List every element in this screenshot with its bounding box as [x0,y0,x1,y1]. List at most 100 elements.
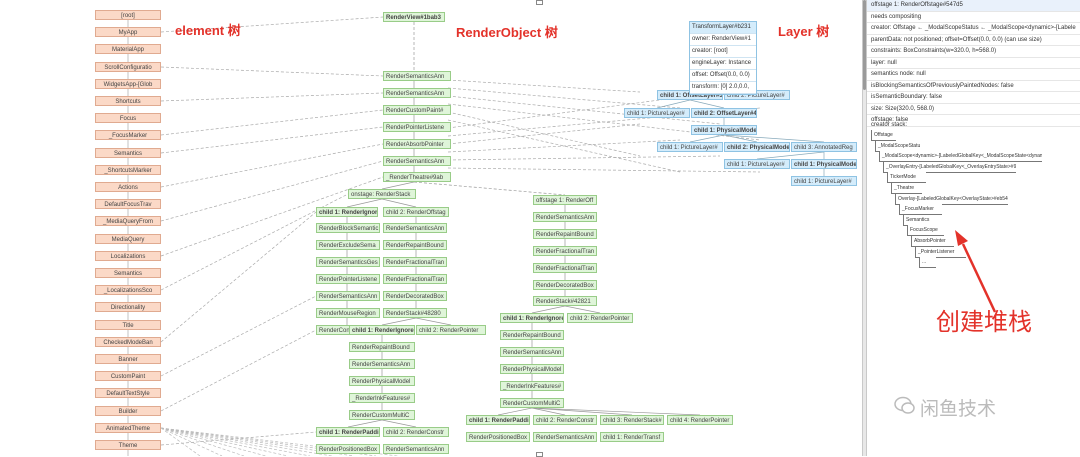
element-node[interactable]: DefaultTextStyle [95,388,161,398]
render-child-node[interactable]: child 1: RenderPaddin [466,415,530,425]
layer-node[interactable]: child 2: OffsetLayer#4 [691,108,757,118]
element-node[interactable]: Builder [95,406,161,416]
scrollbar-thumb[interactable] [863,0,866,90]
render-root-node[interactable]: RenderView#1bab3 [383,12,445,22]
render-node[interactable]: RenderCustomPaint# [383,105,451,115]
render-offstage-node[interactable]: offstage 1: RenderOff [533,195,597,205]
element-node[interactable]: Actions [95,182,161,192]
creator-stack-item[interactable]: _Theatre [891,183,922,194]
element-node[interactable]: MyApp [95,27,161,37]
render-node[interactable]: RenderPositionedBox [466,432,530,442]
creator-stack-item[interactable]: _FocusMarker [899,204,942,216]
render-node[interactable]: _RenderInkFeatures# [349,393,415,403]
creator-stack-item[interactable]: ... [919,257,936,269]
render-node[interactable]: RenderSemanticsAnn [383,71,451,81]
element-node[interactable]: Semantics [95,148,161,158]
render-child-node[interactable]: child 2: RenderOffstag [383,207,449,217]
render-node[interactable]: RenderStack#42821 [533,296,597,306]
render-node[interactable]: RenderBlockSemantic [316,223,380,233]
render-child-node[interactable]: child 1: RenderIgnore [500,313,564,323]
render-node[interactable]: RenderDecoratedBox [383,291,447,301]
render-node[interactable]: RenderFractionalTran [383,274,447,284]
element-node[interactable]: Directionality [95,302,161,312]
render-node[interactable]: _RenderTheatre#9ab [383,172,451,182]
layer-node[interactable]: child 3: AnnotatedReg [791,142,857,152]
element-node[interactable]: ScrollConfiguratio [95,62,161,72]
layer-node[interactable]: child 1: PictureLayer# [724,159,790,169]
render-child-node[interactable]: child 4: RenderPointer [667,415,733,425]
render-node[interactable]: RenderSemanticsAnn [533,212,597,222]
render-node[interactable]: RenderRepaintBound [349,342,415,352]
element-node[interactable]: Localizations [95,251,161,261]
render-node[interactable]: RenderFractionalTran [533,263,597,273]
render-node[interactable]: RenderFractionalTran [533,246,597,256]
element-node[interactable]: _LocalizationsSco [95,285,161,295]
layer-node[interactable]: child 2: PhysicalModel [724,142,790,152]
bottom-resize-handle[interactable] [536,452,543,457]
render-node[interactable]: _RenderInkFeatures# [500,381,564,391]
element-node[interactable]: _MediaQueryFrom [95,216,161,226]
render-node[interactable]: RenderPointerListene [316,274,380,284]
render-node[interactable]: RenderFractionalTran [383,257,447,267]
render-node[interactable]: RenderSemanticsAnn [383,444,449,454]
element-node[interactable]: Title [95,320,161,330]
render-node[interactable]: RenderDecoratedBox [533,280,597,290]
element-node[interactable]: CheckedModeBan [95,337,161,347]
element-node[interactable]: _ShortcutsMarker [95,165,161,175]
element-node[interactable]: Shortcuts [95,96,161,106]
creator-stack-item[interactable]: FocusScope [907,225,944,237]
render-node[interactable]: RenderCustomMultiC [500,398,564,408]
element-node[interactable]: CustomPaint [95,371,161,381]
render-child-node[interactable]: child 2: RenderPointer [567,313,633,323]
render-node[interactable]: RenderSemanticsAnn [383,223,447,233]
render-node[interactable]: RenderMouseRegion [316,308,380,318]
element-node[interactable]: [root] [95,10,161,20]
render-node[interactable]: RenderAbsorbPointer [383,139,451,149]
render-node[interactable]: RenderRepaintBound [533,229,597,239]
layer-node[interactable]: child 1: PhysicalModel [691,125,757,135]
render-node[interactable]: RenderPointerListene [383,122,451,132]
render-node[interactable]: RenderStack#48280 [383,308,447,318]
creator-stack-item[interactable]: Offstage [871,130,896,141]
panel-divider[interactable] [862,0,867,456]
render-child-node[interactable]: child 2: RenderPointer [416,325,486,335]
element-node[interactable]: Focus [95,113,161,123]
creator-stack-item[interactable]: _ModalScopeStatus [875,140,920,152]
layer-node[interactable]: child 1: PictureLayer# [657,142,723,152]
creator-stack-item[interactable]: TickerMode [887,172,926,184]
render-node[interactable]: RenderSemanticsAnn [383,88,451,98]
creator-stack-item[interactable]: AbsorbPointer [911,236,954,247]
layer-node[interactable]: child 1: PhysicalModel [791,159,857,169]
element-node[interactable]: MaterialApp [95,44,161,54]
layer-node[interactable]: child 1: PictureLayer# [624,108,690,118]
element-node[interactable]: Theme [95,440,161,450]
render-onstage-node[interactable]: onstage: RenderStack [348,189,416,199]
render-node[interactable]: RenderRepaintBound [383,240,447,250]
creator-stack-item[interactable]: Overlay-[LabeledGlobalKey<OverlayState>#… [895,193,1008,205]
element-node[interactable]: WidgetsApp-[Glob [95,79,161,89]
render-child-node[interactable]: child 1: RenderIgnore [316,207,378,217]
render-node[interactable]: RenderSemanticsGes [316,257,380,267]
render-node[interactable]: RenderSemanticsAnn [533,432,597,442]
element-node[interactable]: Semantics [95,268,161,278]
render-node[interactable]: RenderPhysicalModel [349,376,415,386]
element-node[interactable]: Banner [95,354,161,364]
render-node[interactable]: RenderPhysicalModel [500,364,564,374]
layer-node[interactable]: child 1: PictureLayer# [791,176,857,186]
render-child-node[interactable]: child 1: RenderIgnore [349,325,415,335]
creator-stack-item[interactable]: _PointerListener [915,246,966,258]
render-node[interactable]: RenderExcludeSema [316,240,380,250]
render-child-node[interactable]: child 1: RenderPaddin [316,427,380,437]
render-node[interactable]: RenderPositionedBox [316,444,380,454]
layer-node[interactable]: child 2: PictureLayer# [724,90,790,100]
render-node[interactable]: RenderCustomMultiC [349,410,415,420]
render-child-node[interactable]: child 3: RenderStack# [600,415,664,425]
render-node[interactable]: RenderRepaintBound [500,330,564,340]
element-node[interactable]: AnimatedTheme [95,423,161,433]
render-node[interactable]: RenderSemanticsAnn [383,156,451,166]
creator-stack-item[interactable]: _ModalScope<dynamic>-[LabeledGlobalKey<_… [879,151,1042,163]
element-node[interactable]: DefaultFocusTrav [95,199,161,209]
render-child-node[interactable]: child 2: RenderConstr [383,427,449,437]
